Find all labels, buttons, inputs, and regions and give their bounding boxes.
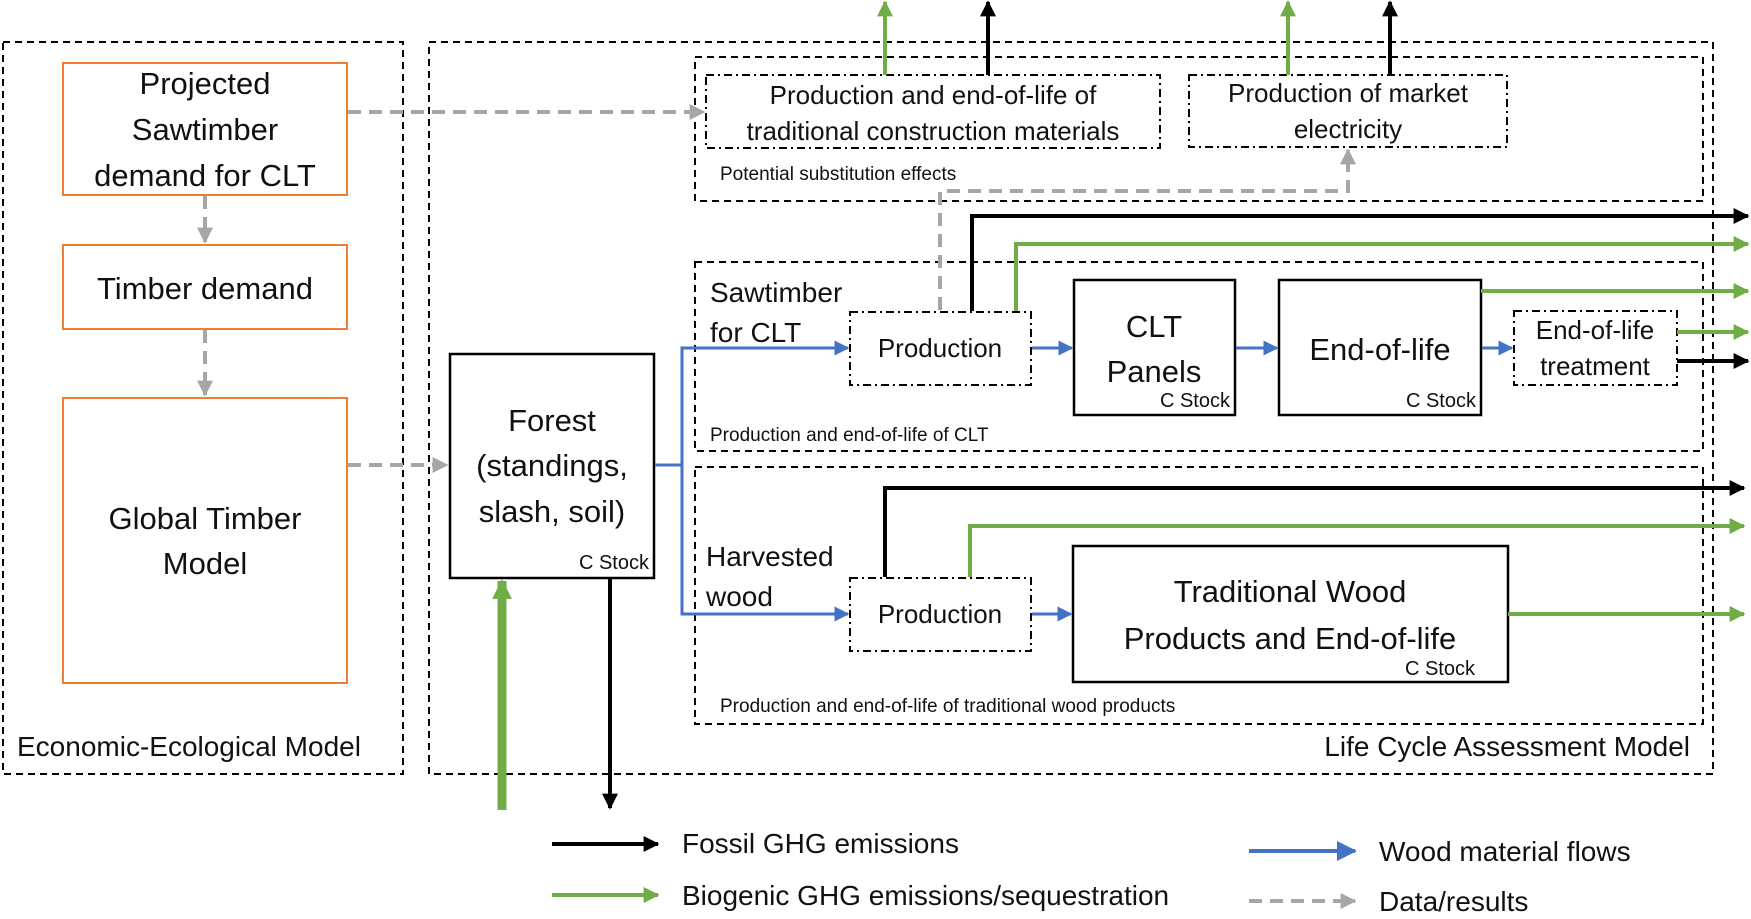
- traditional-group-frame: [694, 466, 1704, 725]
- economic-model-label: Economic-Ecological Model: [17, 731, 361, 762]
- clt-production-box: Production: [849, 311, 1032, 386]
- traditional-products-line-2: Products and End-of-life: [1124, 621, 1457, 656]
- global-timber-model-line-1: Global Timber: [109, 501, 302, 536]
- lca-model-label: Life Cycle Assessment Model: [1324, 731, 1690, 762]
- clt-panels-box: CLT Panels C Stock: [1072, 278, 1237, 417]
- projected-demand-line-3: demand for CLT: [94, 158, 316, 193]
- fossil-arrow-traditional-production: [883, 480, 1746, 577]
- forest-stock: C Stock: [579, 552, 650, 574]
- forest-line-3: slash, soil): [479, 494, 625, 529]
- substitution-group-frame: [694, 56, 1704, 202]
- projected-demand-line-1: Projected: [140, 66, 271, 101]
- projected-demand-box: Projected Sawtimber demand for CLT: [62, 62, 348, 196]
- lca-model: Life Cycle Assessment Model Potential su…: [428, 41, 1714, 775]
- traditional-production-box: Production: [849, 577, 1032, 652]
- clt-panels-line-1: CLT: [1126, 309, 1182, 344]
- legend: Fossil GHG emissions Biogenic GHG emissi…: [552, 828, 1631, 917]
- traditional-input-label-line-2: wood: [705, 581, 773, 612]
- clt-panels-line-2: Panels: [1107, 354, 1202, 389]
- traditional-materials-box: Production and end-of-life of traditiona…: [705, 74, 1161, 149]
- clt-panels-stock: C Stock: [1160, 390, 1231, 412]
- clt-input-label-line-1: Sawtimber: [710, 277, 842, 308]
- timber-demand-box: Timber demand: [62, 244, 348, 330]
- wood-flow-to-traditional-production: [680, 465, 850, 622]
- traditional-materials-line-1: Production and end-of-life of: [770, 80, 1097, 110]
- market-electricity-line-2: electricity: [1294, 114, 1402, 144]
- clt-end-of-life-box: End-of-life C Stock: [1277, 278, 1483, 417]
- traditional-input-label-line-1: Harvested: [706, 541, 834, 572]
- clt-group-frame: [694, 261, 1704, 452]
- traditional-materials-line-2: traditional construction materials: [747, 116, 1120, 146]
- legend-data-label: Data/results: [1379, 886, 1528, 917]
- traditional-products-stock: C Stock: [1405, 658, 1476, 680]
- treatment-line-2: treatment: [1540, 351, 1651, 381]
- forest-box: Forest (standings, slash, soil) C Stock: [448, 352, 656, 580]
- clt-group-label: Production and end-of-life of CLT: [710, 425, 989, 446]
- legend-wood-label: Wood material flows: [1379, 836, 1631, 867]
- end-of-life-treatment-box: End-of-life treatment: [1513, 310, 1678, 386]
- projected-demand-line-2: Sawtimber: [132, 112, 278, 147]
- biogenic-arrow-clt-production: [1014, 236, 1750, 311]
- traditional-products-box: Traditional Wood Products and End-of-lif…: [1071, 544, 1510, 684]
- clt-production-label: Production: [878, 333, 1002, 363]
- forest-line-1: Forest: [508, 403, 596, 438]
- forest-line-2: (standings,: [476, 448, 628, 483]
- wood-flow-to-clt-production: [680, 340, 850, 465]
- economic-model-frame: [2, 41, 404, 775]
- global-timber-model-line-2: Model: [163, 546, 247, 581]
- traditional-group-label: Production and end-of-life of traditiona…: [720, 696, 1175, 717]
- substitution-group-label: Potential substitution effects: [720, 164, 956, 185]
- legend-biogenic-label: Biogenic GHG emissions/sequestration: [682, 880, 1169, 911]
- economic-ecological-model: Economic-Ecological Model Projected Sawt…: [2, 41, 404, 775]
- fossil-arrow-clt-production: [970, 208, 1750, 311]
- clt-end-of-life-label: End-of-life: [1309, 332, 1450, 367]
- legend-fossil-label: Fossil GHG emissions: [682, 828, 959, 859]
- timber-demand-label: Timber demand: [97, 271, 313, 306]
- lca-model-frame: [428, 41, 1714, 775]
- treatment-line-1: End-of-life: [1536, 315, 1655, 345]
- traditional-products-line-1: Traditional Wood: [1174, 574, 1407, 609]
- clt-input-label-line-2: for CLT: [710, 317, 801, 348]
- clt-end-of-life-stock: C Stock: [1406, 390, 1477, 412]
- market-electricity-line-1: Production of market: [1228, 78, 1469, 108]
- global-timber-model-box: Global Timber Model: [62, 397, 348, 684]
- biogenic-arrow-traditional-production: [968, 518, 1746, 577]
- traditional-production-label: Production: [878, 599, 1002, 629]
- data-arrow-clt-production-to-electricity: [938, 148, 1356, 310]
- market-electricity-box: Production of market electricity: [1188, 74, 1508, 148]
